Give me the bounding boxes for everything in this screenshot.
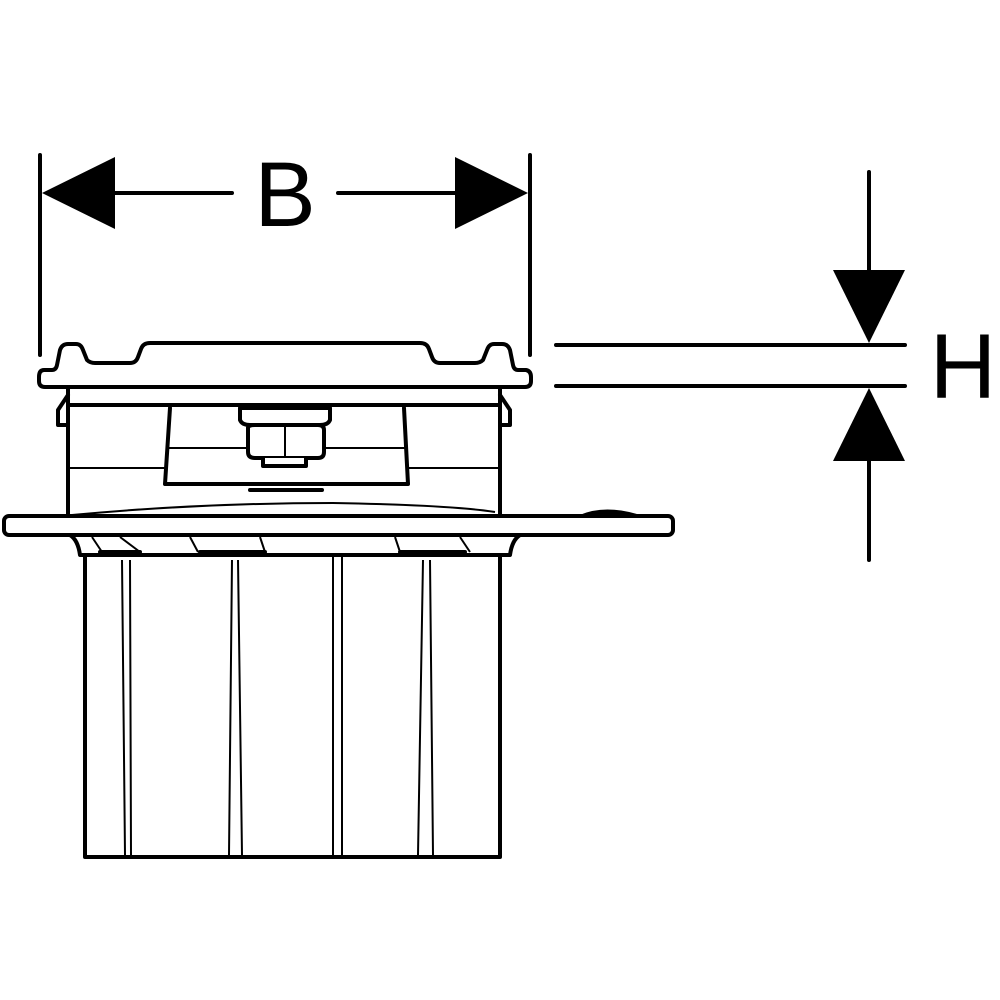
nut (238, 406, 332, 468)
dimension-h: H (554, 170, 996, 562)
dimension-b-label: B (254, 144, 315, 246)
dimension-b: B (38, 144, 532, 357)
arrow-down-icon (833, 270, 905, 343)
arrow-up-icon (833, 388, 905, 461)
flange-plate (2, 509, 675, 537)
arrow-right-icon (455, 157, 528, 229)
dimension-h-label: H (930, 316, 996, 418)
flange-collar (68, 533, 522, 557)
lower-body (83, 535, 502, 859)
arrow-left-icon (42, 157, 115, 229)
grate-lid (37, 341, 533, 389)
